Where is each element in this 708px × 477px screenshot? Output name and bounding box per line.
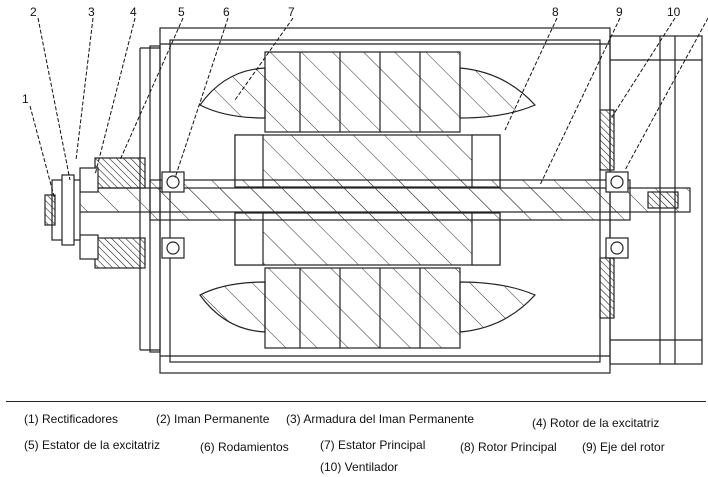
fan — [599, 109, 679, 319]
legend-estator-principal: (7) Estator Principal — [320, 438, 426, 452]
legend-eje-rotor: (9) Eje del rotor — [582, 440, 665, 454]
legend-armadura-iman: (3) Armadura del Iman Permanente — [286, 412, 475, 426]
callout-leaders — [29, 17, 708, 201]
callout-3: 3 — [88, 5, 95, 19]
legend-rodamientos: (6) Rodamientos — [200, 440, 289, 454]
rectifier-pmg — [44, 174, 81, 246]
legend-rotor-excitatriz: (4) Rotor de la excitatriz — [532, 416, 660, 430]
legend-ventilador: (10) Ventilador — [320, 460, 399, 474]
callout-9: 9 — [616, 5, 623, 19]
rotor-shaft — [74, 179, 691, 221]
callout-1: 1 — [22, 92, 29, 106]
generator-housing — [139, 27, 611, 374]
legend-divider — [6, 401, 706, 402]
callout-2: 2 — [30, 5, 37, 19]
exciter-assembly — [79, 157, 146, 269]
legend-rectificadores: (1) Rectificadores — [24, 412, 119, 426]
callout-4: 4 — [130, 5, 137, 19]
legend-rotor-principal: (8) Rotor Principal — [460, 440, 557, 454]
main-rotor — [234, 134, 501, 266]
callout-10: 10 — [667, 5, 681, 19]
callout-5: 5 — [178, 5, 185, 19]
bearings — [161, 171, 629, 259]
main-stator — [199, 51, 537, 349]
legend-iman-permanente: (2) Iman Permanente — [156, 412, 270, 426]
callout-8: 8 — [552, 5, 559, 19]
legend-estator-excitatriz: (5) Estator de la excitatriz — [24, 438, 161, 452]
generator-cross-section: 1 2 3 4 5 6 7 8 9 10 — [22, 5, 708, 374]
callout-6: 6 — [223, 5, 230, 19]
callout-7: 7 — [288, 5, 295, 19]
